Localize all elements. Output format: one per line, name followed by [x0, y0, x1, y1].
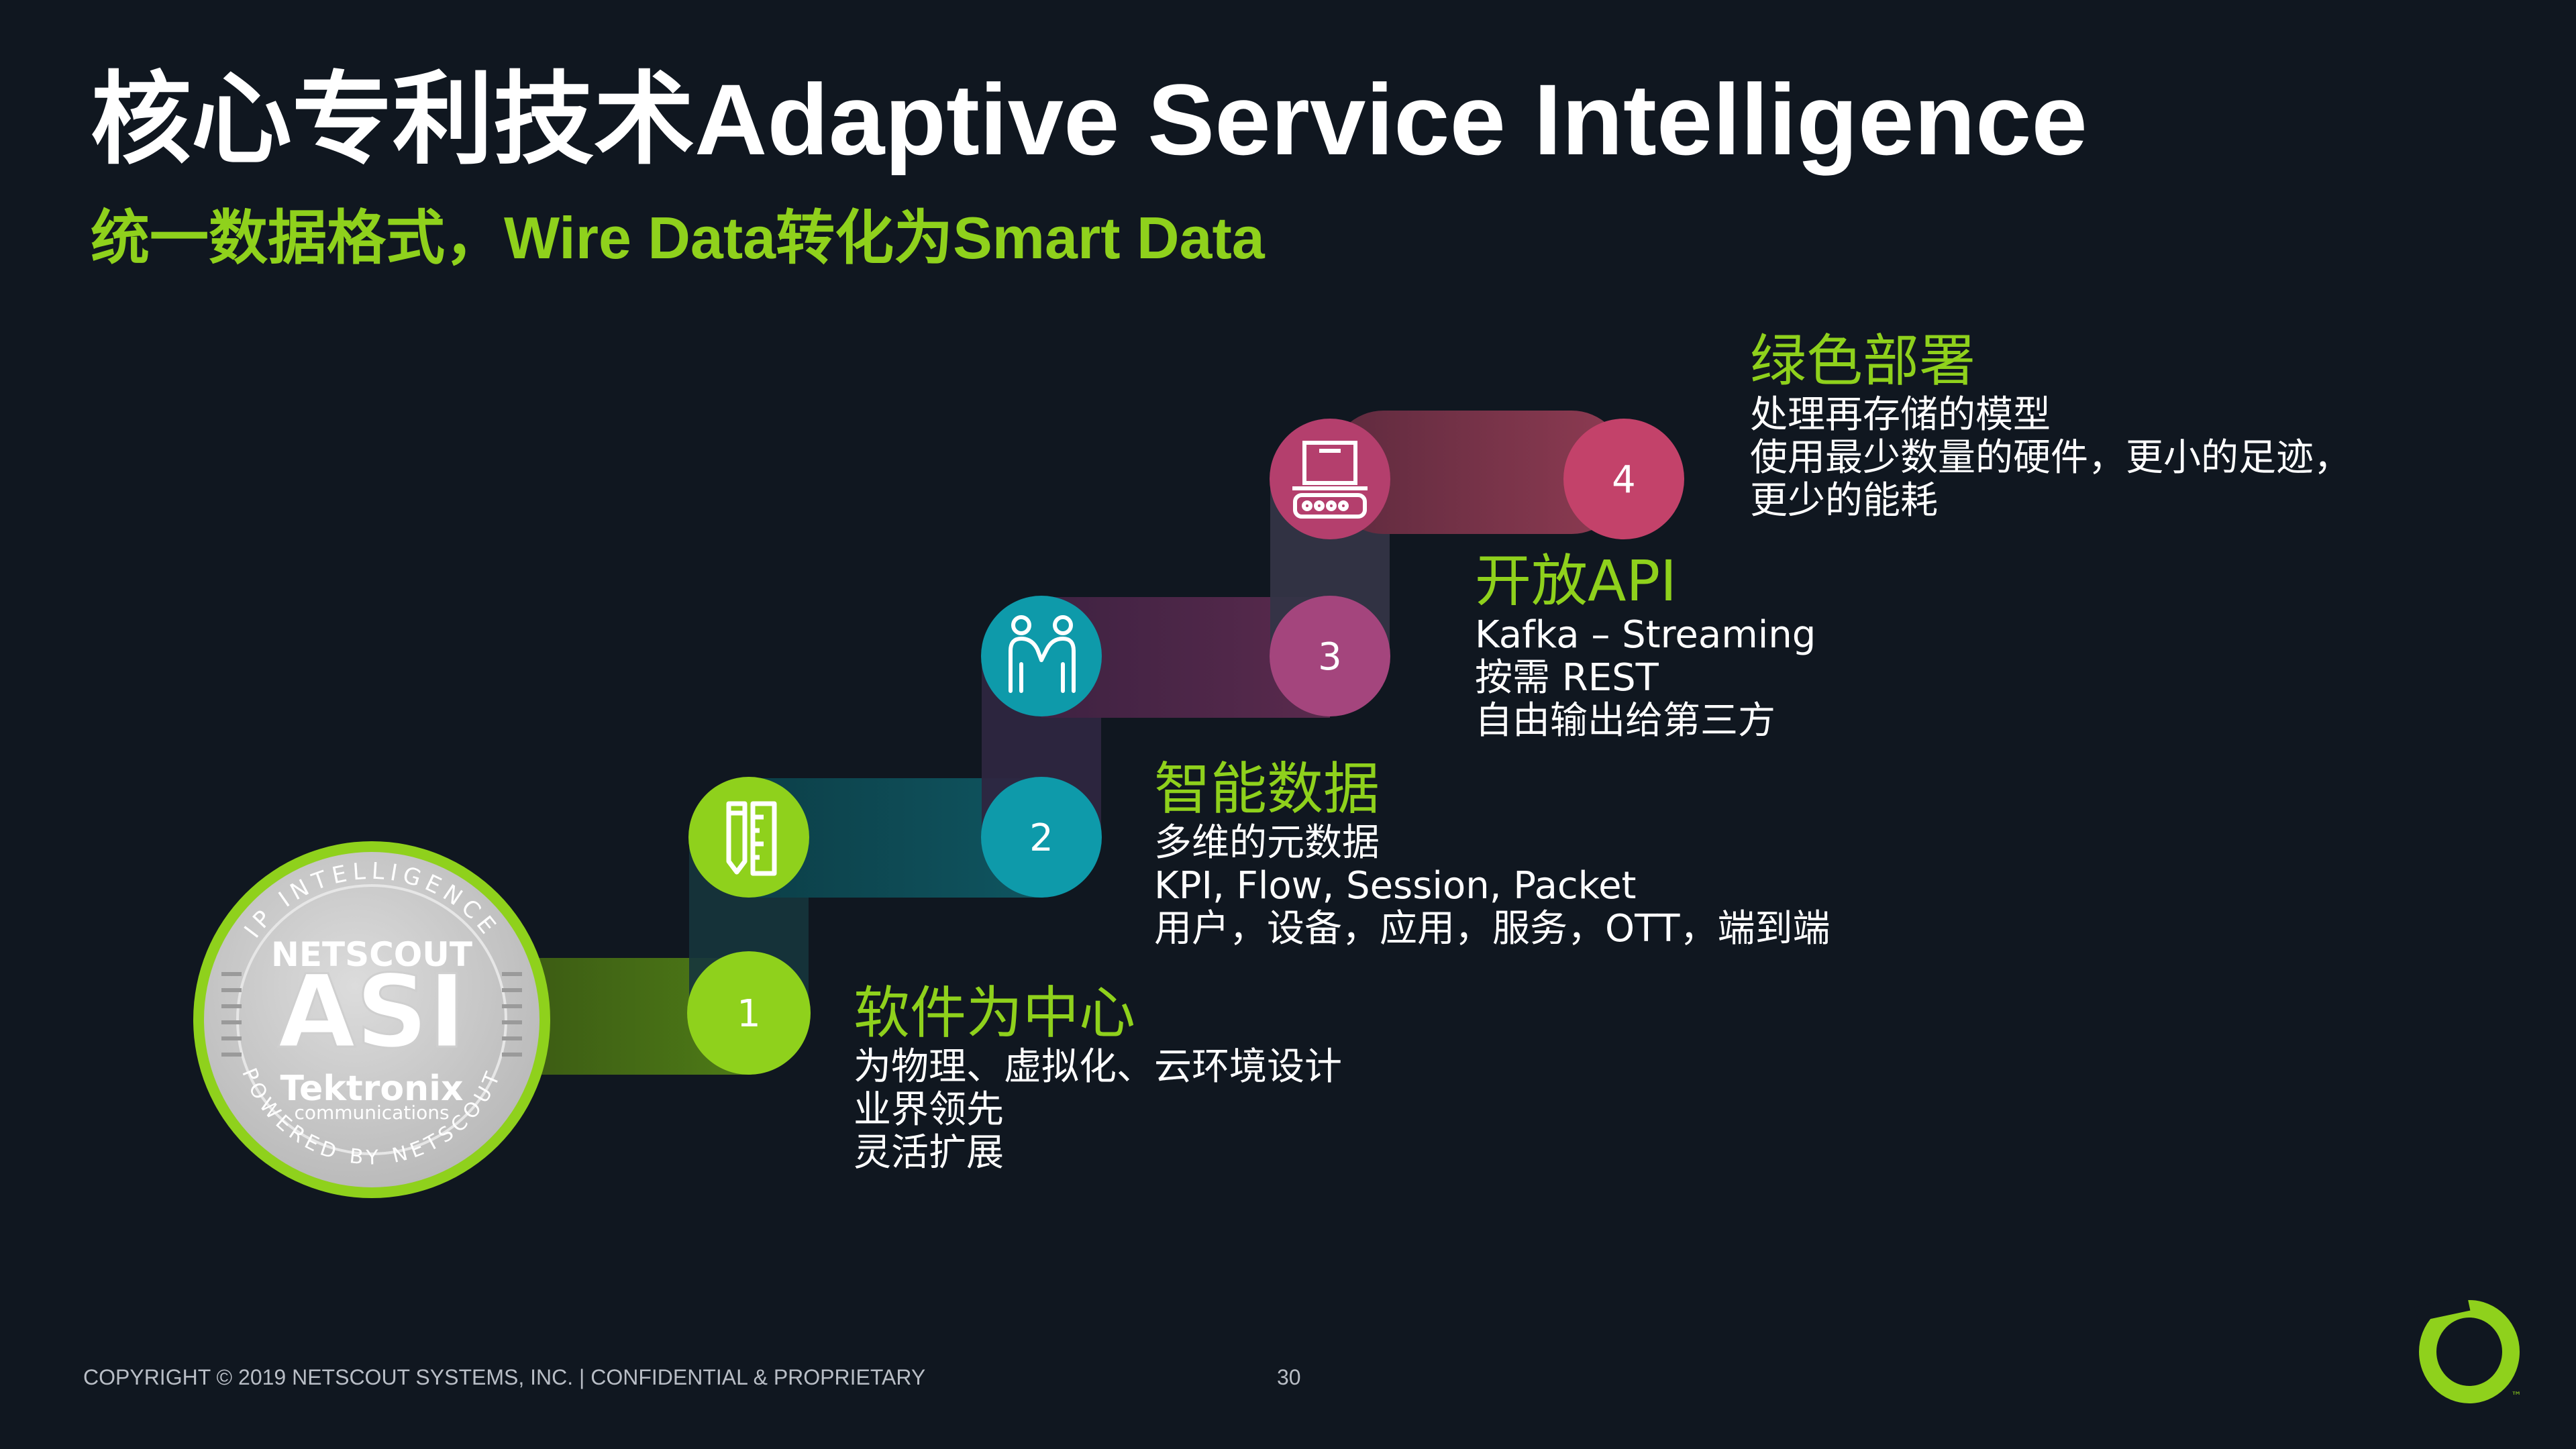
step-4-line-2: 使用最少数量的硬件，更小的足迹，: [1750, 435, 2351, 480]
step-4-heading: 绿色部署: [1750, 328, 1976, 394]
step-2-line-3: 用户，设备，应用，服务，OTT，端到端: [1154, 906, 1831, 951]
svg-text:NETSCOUT: NETSCOUT: [271, 935, 472, 974]
step-2-circle: [981, 777, 1102, 898]
step-1-line-2: 业界领先: [854, 1087, 1004, 1132]
step-4-text: 绿色部署 处理再存储的模型 使用最少数量的硬件，更小的足迹， 更少的能耗: [1750, 329, 2351, 523]
step-1-heading: 软件为中心: [854, 980, 1136, 1046]
step-1-line-3: 灵活扩展: [854, 1130, 1004, 1175]
asi-badge: IP INTELLIGENCE POWERED BY NETSCOUT NETS…: [193, 841, 550, 1198]
ruler-pencil-icon: [726, 801, 777, 876]
step-2-heading: 智能数据: [1154, 756, 1380, 822]
handshake-people-icon: [1009, 615, 1076, 693]
svg-text:Tektronix: Tektronix: [280, 1069, 463, 1109]
step-4-icon-circle: [1270, 419, 1390, 539]
step-1-text: 软件为中心 为物理、虚拟化、云环境设计 业界领先 灵活扩展: [854, 981, 1342, 1175]
step-3-circle: [1270, 596, 1390, 716]
step-2-number: 2: [1029, 816, 1053, 860]
step-3-line-3: 自由输出给第三方: [1475, 698, 1775, 743]
page-number: 30: [1277, 1365, 1301, 1389]
copyright-footer: COPYRIGHT © 2019 NETSCOUT SYSTEMS, INC. …: [83, 1365, 926, 1389]
appliance-device-icon: [1292, 441, 1368, 519]
step-4-number: 4: [1612, 458, 1636, 502]
step-4-line-3: 更少的能耗: [1750, 478, 1938, 523]
svg-text:™: ™: [2511, 1389, 2522, 1402]
step-2-text: 智能数据 多维的元数据 KPI, Flow, Session, Packet 用…: [1154, 757, 1831, 951]
step-1-line-1: 为物理、虚拟化、云环境设计: [854, 1044, 1342, 1089]
step-3-heading: 开放API: [1475, 548, 1677, 614]
step-4-line-1: 处理再存储的模型: [1750, 392, 2051, 437]
step-2-line-2: KPI, Flow, Session, Packet: [1154, 863, 1637, 908]
svg-text:ASI: ASI: [278, 954, 466, 1071]
page-title: 核心专利技术Adaptive Service Intelligence: [91, 63, 2088, 176]
step-3-line-2: 按需 REST: [1475, 655, 1659, 700]
step-1-circle: [687, 951, 811, 1075]
step-2-line-1: 多维的元数据: [1154, 820, 1380, 865]
step-4-circle: [1563, 419, 1684, 539]
step-3-text: 开放API Kafka – Streaming 按需 REST 自由输出给第三方: [1475, 549, 1816, 743]
netscout-logo-icon: ™: [2414, 1295, 2522, 1403]
step-3-number: 3: [1318, 635, 1342, 679]
step-1-number: 1: [737, 992, 761, 1036]
svg-text:communications: communications: [294, 1102, 449, 1124]
page-subtitle: 统一数据格式，Wire Data转化为Smart Data: [91, 205, 1265, 271]
connector-4: [1330, 411, 1625, 534]
step-2-icon-circle: [688, 777, 809, 898]
step-3-line-1: Kafka – Streaming: [1475, 612, 1816, 657]
